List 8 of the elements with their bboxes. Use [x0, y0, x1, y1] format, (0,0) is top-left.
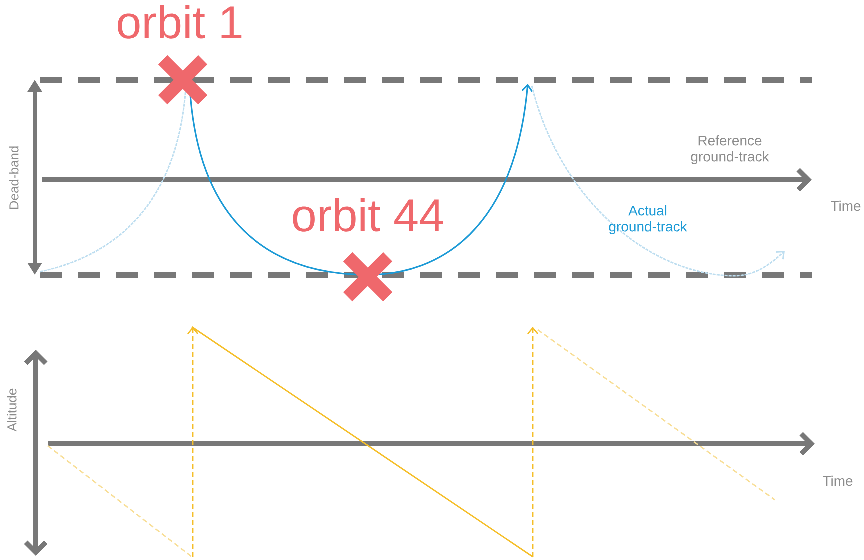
axis-label: Dead-band [9, 146, 19, 210]
axis-label: Altitude [7, 388, 17, 432]
axis-label: Time [831, 200, 861, 212]
orbit-label: orbit 1 [118, 5, 242, 39]
track-label: Actual ground-track [609, 205, 688, 235]
track-label: Reference ground-track [691, 135, 770, 165]
axis-label: Time [823, 476, 853, 486]
orbit-label: orbit 44 [293, 198, 444, 232]
